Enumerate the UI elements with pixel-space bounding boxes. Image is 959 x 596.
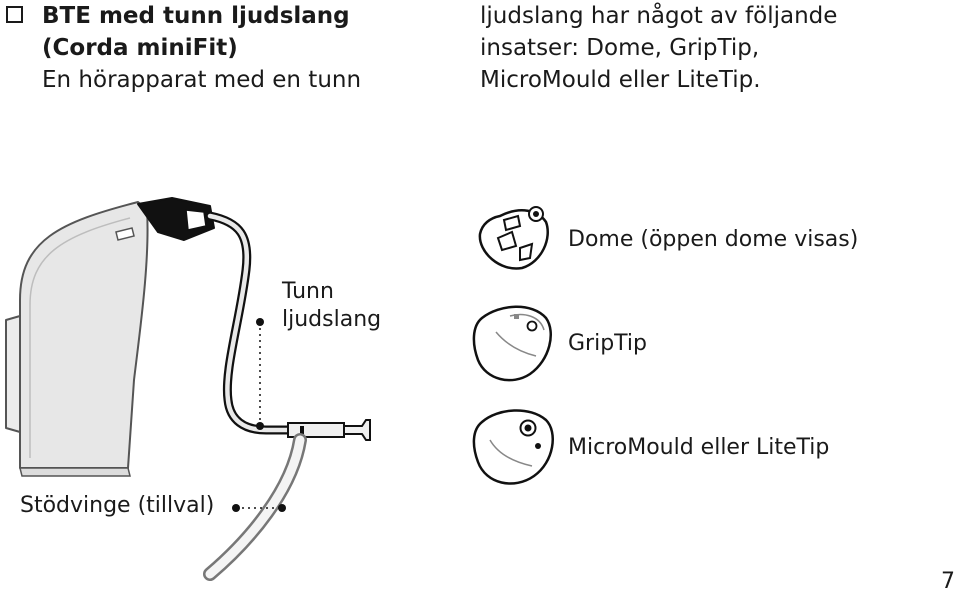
intro-text: En hörapparat med en tunn [42,67,362,93]
body-text-line2: insatser: Dome, GripTip, [480,35,760,61]
griptip-icon [472,305,552,382]
micromould-icon [472,409,554,485]
section-title-line2: (Corda miniFit) [42,35,238,61]
sport-lock-label: Stödvinge (tillval) [20,493,215,518]
section-title-line1: BTE med tunn ljudslang [42,3,350,29]
hearing-aid-icon [5,201,149,477]
thin-tube-label-line2: ljudslang [282,307,382,332]
tube-connector-icon [137,197,215,241]
dome-label: Dome (öppen dome visas) [568,227,859,252]
checkbox[interactable] [6,6,23,23]
page-number: 7 [941,569,955,594]
sport-lock-icon [203,433,307,581]
body-text-line1: ljudslang har något av följande [480,3,838,29]
callout-lines [232,318,286,512]
griptip-label: GripTip [568,331,648,356]
thin-tube-label-line1: Tunn [282,279,334,304]
micromould-label: MicroMould eller LiteTip [568,435,830,460]
dome-icon [478,206,549,270]
body-text-line3: MicroMould eller LiteTip. [480,67,761,93]
